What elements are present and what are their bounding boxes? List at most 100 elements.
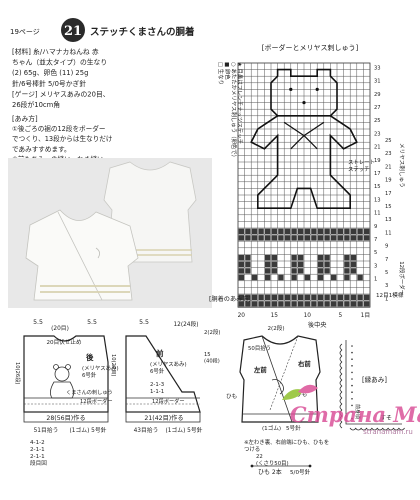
chart-center-label: 後中央 (308, 321, 327, 329)
back-start-label: 20目伏せ止め (46, 338, 81, 346)
chart-cell-filled (344, 261, 350, 267)
chart-cell-filled (357, 301, 363, 307)
assembly-note: つける (244, 446, 260, 453)
chart-cell-filled (258, 294, 264, 300)
chart-cell-filled (304, 228, 310, 234)
chart-row-number-right: 3 (385, 283, 388, 289)
chart-cell-filled (331, 228, 337, 234)
materials-line: 針/6号棒針 5/0号かぎ針 (12, 79, 86, 88)
diagram-section-title: [胴着のあみ方] (209, 295, 251, 303)
chart-cell-filled (278, 301, 284, 307)
chart-cell-filled (337, 228, 343, 234)
chart-cell-filled (364, 235, 370, 241)
chart-cell-filled (317, 301, 324, 307)
back-piece-diagram (23, 335, 109, 423)
assembly-right-front: 右前 (297, 359, 311, 368)
chart-row-number-right: 1 (385, 296, 388, 302)
chart-cell-filled (317, 235, 324, 241)
chart-embroidery-label: メリヤス刺しゅう (398, 143, 406, 188)
chart-cell-filled (271, 261, 277, 267)
back-bear-label: くまさんの刺しゅう (66, 388, 113, 396)
chart-cell-filled (357, 274, 363, 281)
chart-cell-filled (344, 228, 350, 234)
chart-cell-filled (364, 228, 370, 234)
front-shoulder-length: 12(24段) (173, 320, 198, 328)
chart-cell-filled (245, 255, 251, 261)
chart-col-number: 20 (238, 313, 246, 319)
chart-row-number: 31 (374, 79, 381, 85)
chart-row-number: 29 (374, 92, 381, 98)
chart-border-band (238, 228, 370, 307)
chart-cell-filled (298, 235, 304, 241)
chart-col-number: 5 (338, 313, 342, 319)
chart-cell-filled (324, 261, 330, 267)
chart-cell-filled (251, 274, 258, 281)
chart-cell-filled (238, 235, 244, 241)
chart-cell-filled (291, 228, 297, 234)
front-top-width: 5.5 (139, 319, 149, 326)
chart-row-number-right: 15 (385, 204, 392, 210)
method-line: でつくり、13段からは生なりだけ (12, 134, 113, 143)
chart-cell-filled (238, 255, 244, 261)
chart-cell-filled (258, 301, 264, 307)
chart-cell-filled (344, 294, 350, 300)
chart-cell-filled (344, 301, 350, 307)
chart-stitch-label: ステッチ (348, 166, 370, 173)
chart-cell-filled (245, 228, 251, 234)
chart-cell-filled (357, 294, 363, 300)
back-edge-label: 12段ボーダー (80, 397, 113, 405)
chart-cell-filled (344, 274, 350, 281)
chart-cell-filled (311, 235, 317, 241)
chart-cell-filled (324, 301, 330, 307)
chart-cell-filled (364, 301, 370, 307)
chart-cell-filled (298, 301, 304, 307)
chart-cell-filled (245, 268, 251, 274)
chart-cell-filled (291, 301, 297, 307)
chart-repeat-label: 12目1模様 (376, 291, 404, 299)
back-shoulder-width-left: 5.5 (33, 319, 43, 326)
chart-cell-filled (331, 235, 337, 241)
chart-cell-filled (258, 228, 264, 234)
chart-edge-label: 12段ボーダー (398, 261, 406, 295)
back-piece-name: 後 (86, 352, 94, 362)
front-width-label: 21(42目)作る (144, 414, 183, 422)
chart-cell-filled (265, 261, 271, 267)
materials-line: [ゲージ] メリヤスあみの20目、 (12, 89, 110, 98)
edging-diagram (339, 340, 405, 431)
chart-cell-filled (298, 228, 304, 234)
method-line: であみすすめます。 (12, 145, 71, 153)
french-knot-dot (315, 87, 319, 91)
chart-cell-filled (317, 255, 324, 261)
back-decrease-step: 2-1-1 (30, 454, 45, 460)
chart-cell-filled (291, 274, 297, 281)
chart-cell-filled (291, 255, 297, 261)
chart-cell-filled (344, 268, 350, 274)
materials-line: [材料] 糸/ハマナカねんね 赤 (12, 47, 99, 56)
chart-row-number: 17 (374, 171, 381, 177)
chart-cell-filled (238, 301, 244, 307)
chart-cell-filled (317, 274, 324, 281)
chart-cell-filled (350, 235, 357, 241)
chart-cell-filled (278, 235, 284, 241)
materials-line: ちゃん（並太タイプ）の生なり (12, 58, 107, 67)
vest-photo (8, 158, 212, 308)
chart-col-number: 10 (304, 313, 312, 319)
chart-cell-filled (337, 294, 343, 300)
back-shoulder-width-right: 5.5 (87, 319, 97, 326)
chart-cell-filled (265, 235, 271, 241)
pattern-number-badge (61, 18, 85, 42)
chart-cell-filled (271, 228, 277, 234)
watermark: Страна Мам stranamam.ru (282, 384, 420, 436)
chart-cell-filled (331, 294, 337, 300)
chart-row-number-right: 13 (385, 217, 392, 223)
back-pick-label: 51目拾う (34, 426, 59, 434)
chart-row-number: 33 (374, 65, 381, 71)
chart-cell-filled (265, 274, 271, 281)
chart-row-number: 3 (374, 263, 377, 269)
french-knot-dot (289, 87, 293, 91)
back-decrease-step: 2-1-1 (30, 447, 45, 453)
chart-legend-item: □ 生なり (217, 62, 225, 85)
tie-size-label: (くさり50目) (256, 460, 289, 467)
chart-cell-filled (324, 235, 330, 241)
